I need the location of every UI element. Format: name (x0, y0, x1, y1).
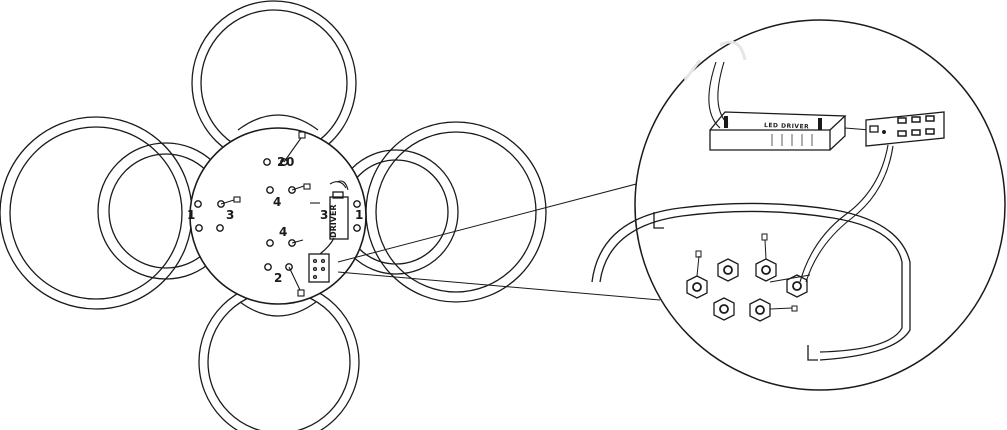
zoom-circle (634, 19, 1006, 391)
led-driver-label: LED DRIVER (764, 122, 809, 131)
disc-connectors (194, 158, 361, 271)
label-top-b: 0 (286, 155, 294, 169)
input-cable (708, 61, 721, 129)
control-board (865, 111, 945, 147)
right-outer-ring (365, 121, 547, 303)
terminal-block (308, 237, 335, 283)
label-center-4b: 4 (279, 225, 287, 239)
watermark (683, 40, 747, 81)
label-bottom-2: 2 (274, 271, 282, 285)
output-cable (799, 144, 889, 283)
disc-wires (220, 131, 349, 297)
label-right-3: 3 (320, 208, 328, 222)
label-center-4a: 4 (273, 195, 281, 209)
small-driver-label: DRIVER (329, 204, 338, 238)
callout-line-upper (337, 182, 641, 263)
label-right-1: 1 (355, 208, 363, 222)
nut-wires (695, 233, 811, 312)
left-outer-ring (0, 116, 193, 310)
label-left-1: 1 (187, 208, 195, 222)
base-ring-walls (591, 202, 911, 361)
callout-line-lower (337, 271, 661, 301)
small-driver-box (329, 191, 349, 240)
label-left-3: 3 (226, 208, 234, 222)
led-driver-box (709, 111, 847, 151)
label-top-a: 2 (277, 155, 285, 169)
